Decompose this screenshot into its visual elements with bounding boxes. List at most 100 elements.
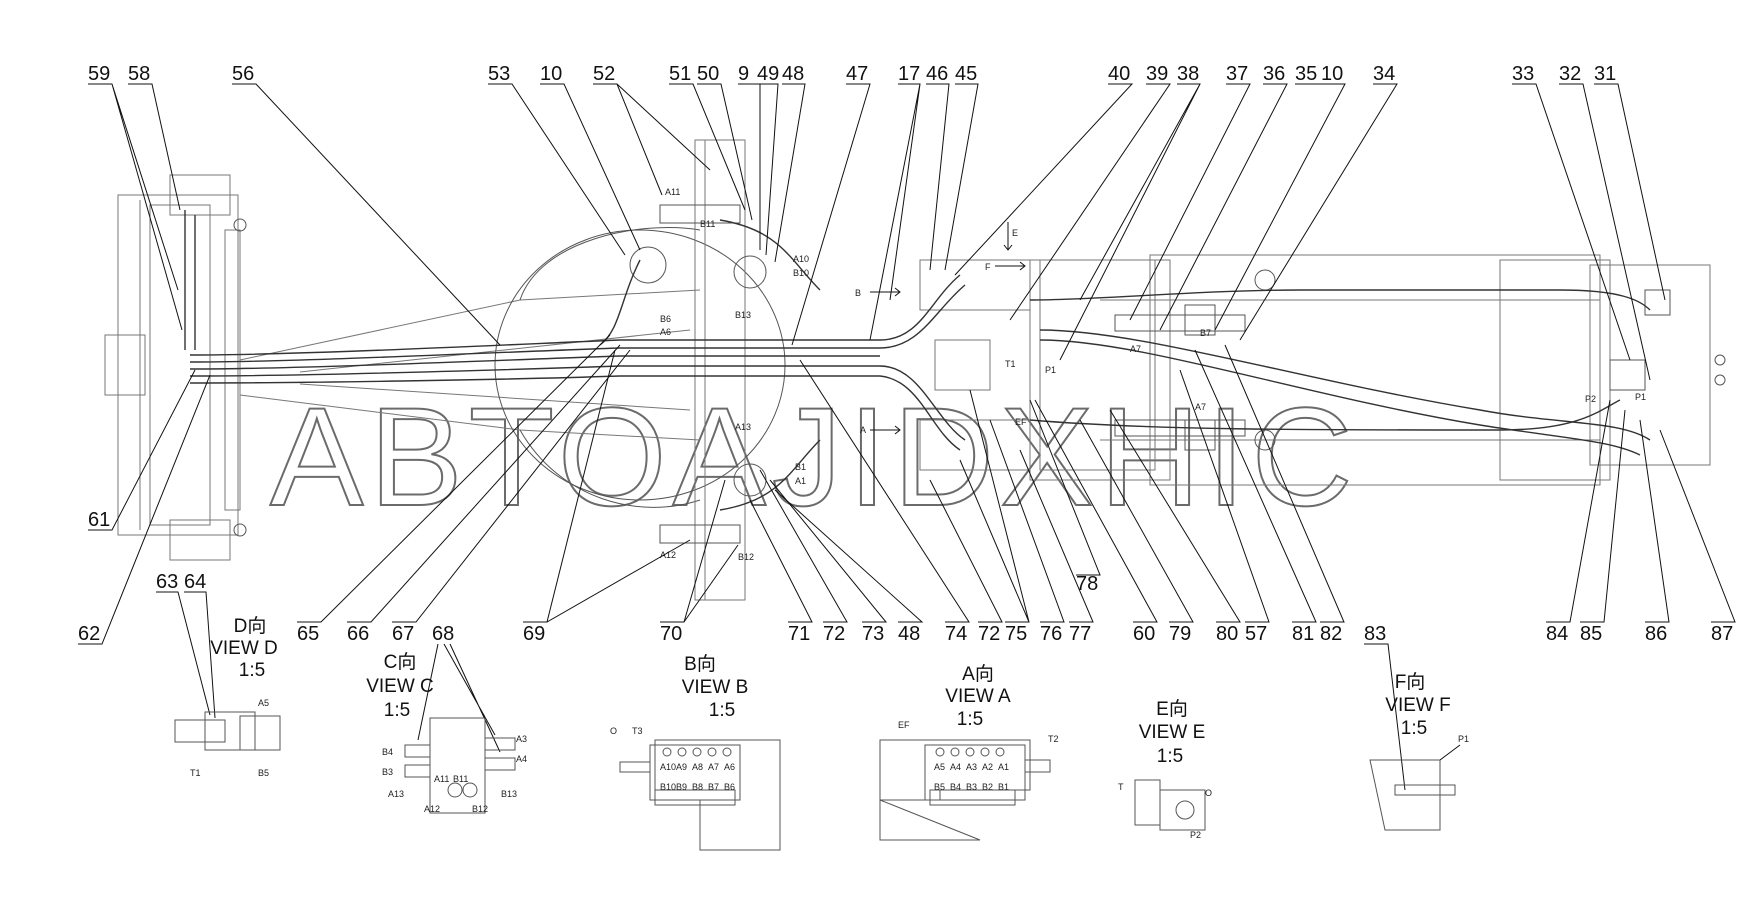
view-title-cn: F向 (1395, 671, 1426, 693)
port-label: A12 (424, 804, 440, 814)
port-label: A6 (724, 762, 735, 772)
port-label: B6 (724, 782, 735, 792)
port-label: T (1118, 782, 1124, 792)
port-label: B (855, 288, 861, 298)
callout-number: 78 (1076, 573, 1098, 595)
callout-number: 31 (1594, 63, 1616, 85)
port-label: B4 (382, 747, 393, 757)
port-label: B1 (795, 462, 806, 472)
port-label: A13 (388, 789, 404, 799)
view-title-cn: C向 (384, 651, 417, 673)
port-label: A (860, 425, 866, 435)
port-label: B12 (472, 804, 488, 814)
callout-number: 47 (846, 63, 868, 85)
port-label: E (1012, 228, 1018, 238)
view-scale: 1:5 (1157, 746, 1183, 767)
callout-number: 50 (697, 63, 719, 85)
machine-plan-view (104, 139, 1726, 601)
port-label: A11 (665, 187, 680, 197)
callout-number: 58 (128, 63, 150, 85)
bottom-callouts: 65 66 67 69 70 71 72 73 48 74 72 75 76 7… (297, 573, 1733, 645)
callout-number: 70 (660, 623, 682, 645)
view-title-cn: D向 (234, 615, 267, 637)
callout-number: 66 (347, 623, 369, 645)
callout-number: 76 (1040, 623, 1062, 645)
port-label: A9 (676, 762, 687, 772)
view-c-detail: 68 C向 VIEW C 1:5 B4 B3 A3 A4 A11 B11 A13… (366, 623, 527, 814)
callout-number: 59 (88, 63, 110, 85)
callout-number: 72 (978, 623, 1000, 645)
port-label: A10 (660, 762, 676, 772)
port-label: T1 (190, 768, 201, 778)
port-label: B13 (501, 789, 517, 799)
port-label: A1 (795, 476, 806, 486)
port-label: B11 (453, 774, 468, 784)
port-label: A5 (258, 698, 269, 708)
side-callouts: 61 62 (78, 369, 211, 645)
port-label: O (1205, 788, 1212, 798)
port-label: A13 (735, 422, 751, 432)
callout-number: 33 (1512, 63, 1534, 85)
callout-number: 46 (926, 63, 948, 85)
view-title-en: VIEW D (210, 638, 278, 659)
callout-number: 37 (1226, 63, 1248, 85)
bottom-leader-lines (297, 334, 1736, 623)
port-label: A2 (982, 762, 993, 772)
port-label: B8 (692, 782, 703, 792)
callout-number: 68 (432, 623, 454, 645)
view-b-detail: B向 VIEW B 1:5 O T3 A10 A9 A8 A7 A6 B10 B… (610, 653, 781, 851)
callout-number: 63 (156, 571, 178, 593)
callout-number: 56 (232, 63, 254, 85)
view-scale: 1:5 (384, 700, 410, 721)
port-label: B10 (660, 782, 676, 792)
callout-number: 81 (1292, 623, 1314, 645)
top-callouts: 59 58 56 53 10 52 51 50 9 49 48 47 17 46… (88, 63, 1616, 85)
callout-number: 61 (88, 509, 110, 531)
callout-number: 77 (1069, 623, 1091, 645)
port-label: EF (1015, 417, 1027, 427)
top-leader-lines (88, 83, 1666, 381)
port-label: B10 (793, 268, 809, 278)
callout-number: 62 (78, 623, 100, 645)
callout-number: 80 (1216, 623, 1238, 645)
view-title-en: VIEW B (682, 677, 749, 698)
port-label: A11 (434, 774, 449, 784)
callout-number: 67 (392, 623, 414, 645)
port-label: A4 (950, 762, 961, 772)
main-port-labels: A11 B11 A10 B10 B13 B6 A6 A13 B1 A1 A12 … (660, 187, 1646, 562)
port-label: O (610, 726, 617, 736)
callout-number: 87 (1711, 623, 1733, 645)
callout-number: 64 (184, 571, 206, 593)
port-label: B7 (1200, 328, 1211, 338)
port-label: A10 (793, 254, 809, 264)
callout-number: 84 (1546, 623, 1568, 645)
port-label: B4 (950, 782, 961, 792)
port-label: B13 (735, 310, 751, 320)
view-f-detail: 83 F向 VIEW F 1:5 P1 (1364, 623, 1469, 831)
callout-number: 32 (1559, 63, 1581, 85)
port-label: A5 (934, 762, 945, 772)
view-title-en: VIEW E (1139, 722, 1206, 743)
callout-number: 74 (945, 623, 967, 645)
hose-bundle (184, 210, 1651, 511)
callout-number: 45 (955, 63, 977, 85)
view-title-en: VIEW A (945, 686, 1011, 707)
port-label: B3 (966, 782, 977, 792)
callout-number: 10 (1321, 63, 1343, 85)
callout-number: 48 (782, 63, 804, 85)
port-label: A7 (1195, 402, 1206, 412)
callout-number: 9 (738, 63, 749, 85)
port-label: F (985, 262, 991, 272)
port-label: B11 (700, 219, 715, 229)
callout-number: 72 (823, 623, 845, 645)
view-scale: 1:5 (1401, 718, 1427, 739)
callout-number: 85 (1580, 623, 1602, 645)
port-label: B5 (258, 768, 269, 778)
callout-number: 53 (488, 63, 510, 85)
callout-number: 40 (1108, 63, 1130, 85)
port-label: A12 (660, 550, 676, 560)
callout-number: 75 (1005, 623, 1027, 645)
port-label: B12 (738, 552, 754, 562)
view-e-detail: E向 VIEW E 1:5 T O P2 (1118, 698, 1212, 840)
